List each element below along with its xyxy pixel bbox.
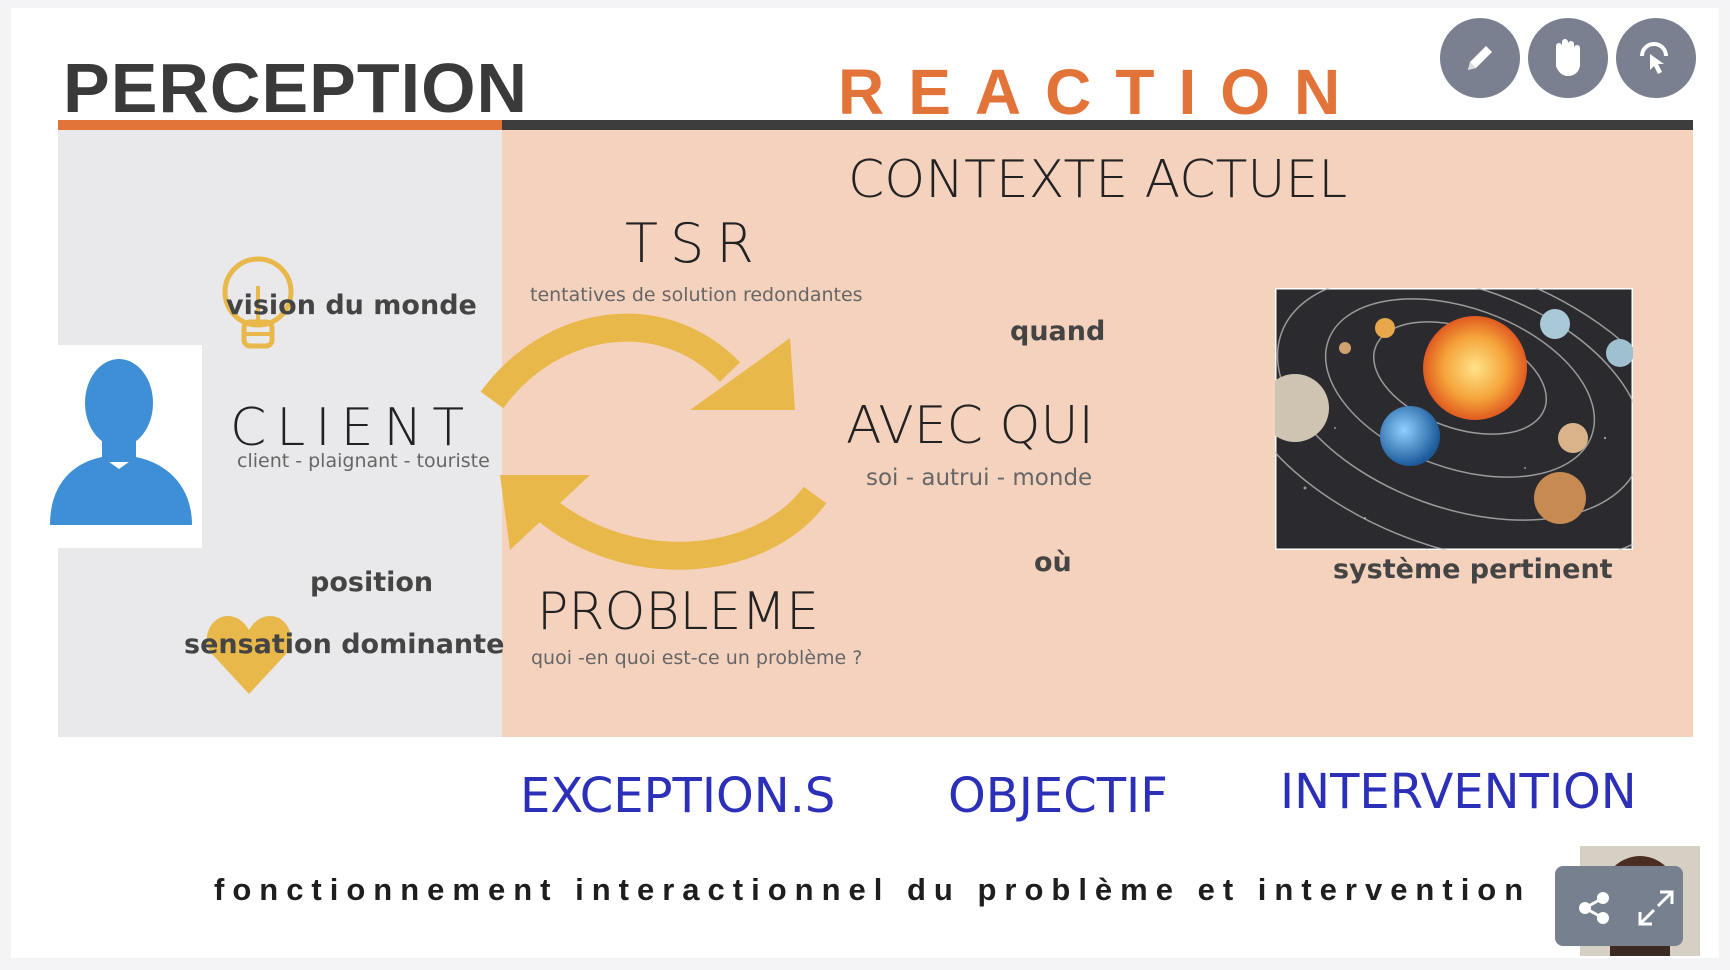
- reaction-underline: [502, 120, 1693, 130]
- ou-label: où: [1034, 547, 1072, 578]
- position-label: position: [310, 567, 434, 598]
- pointer-button[interactable]: [1616, 18, 1696, 98]
- tsr-title: TSR: [625, 212, 766, 275]
- person-icon: [50, 359, 192, 525]
- arrow-to-client: [525, 486, 827, 570]
- client-avatar: [42, 345, 202, 548]
- heart-icon: [206, 616, 292, 694]
- intervention-label: INTERVENTION: [1280, 764, 1637, 820]
- cycle-arrows: [480, 313, 827, 570]
- arrow-to-avec-qui: [480, 313, 741, 409]
- pencil-icon: [1468, 46, 1492, 70]
- exceptions-label: EXCEPTION.S: [520, 768, 836, 824]
- quand-label: quand: [1010, 316, 1106, 347]
- solar-system-image: [1275, 288, 1633, 550]
- objectif-label: OBJECTIF: [948, 768, 1168, 824]
- pointer-icon: [1640, 42, 1668, 74]
- perception-underline: [58, 120, 502, 130]
- perception-heading: PERCEPTION: [63, 49, 529, 127]
- client-subtitle: client - plaignant - touriste: [237, 450, 490, 472]
- probleme-title: PROBLEME: [537, 582, 820, 642]
- avec-qui-subtitle: soi - autrui - monde: [866, 465, 1093, 491]
- contexte-title: CONTEXTE ACTUEL: [848, 150, 1348, 210]
- hand-icon: [1556, 39, 1580, 76]
- caption: fonctionnement interactionnel du problèm…: [214, 872, 1532, 907]
- fullscreen-button[interactable]: [1636, 888, 1676, 928]
- pencil-button[interactable]: [1440, 18, 1520, 98]
- arrow-head-left: [500, 475, 590, 550]
- reaction-heading: REACTION: [838, 56, 1365, 128]
- tsr-subtitle: tentatives de solution redondantes: [530, 284, 863, 306]
- sensation-label: sensation dominante: [184, 629, 505, 660]
- fullscreen-icon: [1638, 890, 1674, 926]
- systeme-label: système pertinent: [1333, 554, 1613, 585]
- hand-button[interactable]: [1528, 18, 1608, 98]
- avec-qui-title: AVEC QUI: [846, 396, 1094, 456]
- vision-label: vision du monde: [226, 290, 477, 321]
- share-button[interactable]: [1575, 888, 1615, 928]
- share-icon: [1579, 892, 1609, 924]
- lightbulb-icon: [222, 256, 294, 349]
- thumbnail-controls: [1555, 866, 1683, 946]
- client-title: CLIENT: [230, 398, 475, 458]
- arrow-head-right: [690, 338, 795, 410]
- probleme-subtitle: quoi -en quoi est-ce un problème ?: [531, 647, 863, 669]
